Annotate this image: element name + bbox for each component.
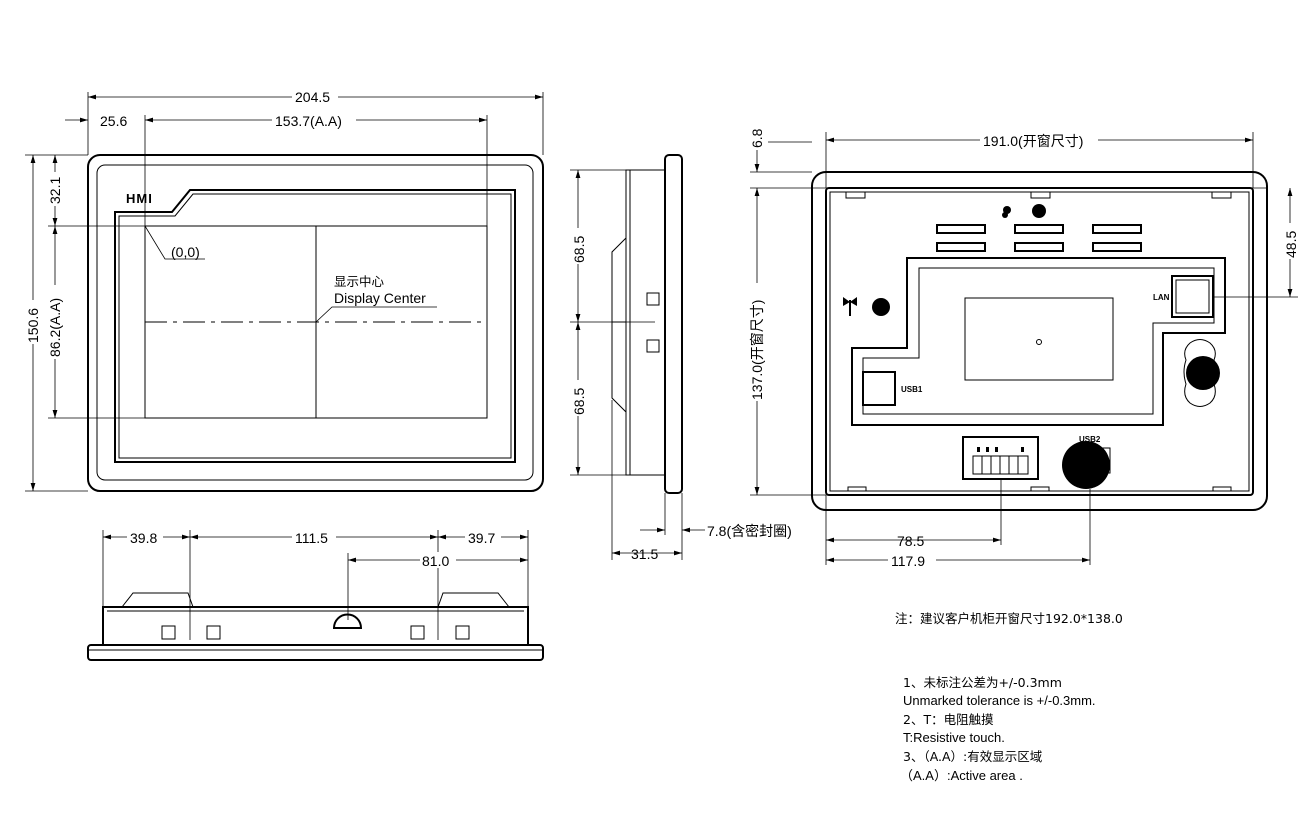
back-view: LAN USB1 USB2 191.0(开窗尺寸) 6.8 137.0(开窗尺寸… xyxy=(749,128,1299,569)
side-view: 68.5 68.5 31.5 7.8(含密封圈) xyxy=(570,154,792,562)
bottom-view: 39.8 111.5 39.7 81.0 xyxy=(87,529,544,661)
display-center-label-en: Display Center xyxy=(334,290,426,306)
rear-housing xyxy=(851,257,1226,426)
bottom-square xyxy=(206,625,221,640)
bottom-square xyxy=(161,625,176,640)
antenna-icon xyxy=(843,297,857,316)
terminal-pins xyxy=(977,447,1024,474)
side-square xyxy=(646,339,660,353)
dim-active-height: 86.2(A.A) xyxy=(47,298,63,357)
indicator-dot xyxy=(1032,204,1046,218)
usb1-label: USB1 xyxy=(901,385,923,394)
front-view: HMI (0,0) 显示中心 Display Center 204.5 25.6… xyxy=(25,88,544,492)
notes: 注：建议客户机柜开窗尺寸192.0*138.0 1、未标注公差为+/-0.3mm… xyxy=(895,611,1123,783)
dim-bezel: 7.8(含密封圈) xyxy=(707,523,792,539)
note-2-en: T:Resistive touch. xyxy=(903,730,1005,745)
usb2-label: USB2 xyxy=(1079,435,1101,444)
dim-side-upper: 68.5 xyxy=(571,236,587,263)
terminal-block xyxy=(962,436,1039,480)
cutout-note: 注：建议客户机柜开窗尺寸192.0*138.0 xyxy=(895,611,1123,626)
front-bezel xyxy=(96,164,534,481)
note-3-en: （A.A）:Active area . xyxy=(900,768,1023,783)
dim-top-margin: 6.8 xyxy=(749,128,765,148)
usb-port-bottom xyxy=(332,613,363,629)
dim-bottom-right: 39.7 xyxy=(468,530,495,546)
usb2-port xyxy=(1062,441,1110,489)
front-outer-frame xyxy=(87,154,544,492)
note-1-cn: 1、未标注公差为+/-0.3mm xyxy=(903,675,1062,690)
dim-bottom-middle: 111.5 xyxy=(295,530,328,546)
dim-usb2-offset: 117.9 xyxy=(891,553,925,569)
side-bezel xyxy=(664,154,683,494)
vent-slots xyxy=(936,224,1142,252)
hmi-logo: HMI xyxy=(126,191,153,206)
display-center-label-cn: 显示中心 xyxy=(334,274,385,289)
origin-label: (0,0) xyxy=(171,244,200,260)
front-window xyxy=(114,189,516,463)
back-outer-frame xyxy=(811,171,1268,511)
dim-bottom-left: 39.8 xyxy=(130,530,157,546)
dim-cutout-height: 137.0(开窗尺寸) xyxy=(749,300,765,400)
bottom-square xyxy=(410,625,425,640)
dim-terminal-offset: 78.5 xyxy=(897,533,924,549)
lan-label: LAN xyxy=(1153,293,1170,302)
dim-active-width: 153.7(A.A) xyxy=(275,113,342,129)
note-2-cn: 2、T：电阻触摸 xyxy=(903,712,994,727)
usb1-port xyxy=(862,371,896,406)
power-connector xyxy=(1186,356,1220,390)
dim-left-offset: 25.6 xyxy=(100,113,127,129)
note-1-en: Unmarked tolerance is +/-0.3mm. xyxy=(903,693,1096,708)
side-square xyxy=(646,292,660,306)
dim-overall-width: 204.5 xyxy=(295,89,330,105)
dim-lan-offset: 48.5 xyxy=(1283,231,1299,258)
dim-depth: 31.5 xyxy=(631,546,658,562)
dim-cutout-width: 191.0(开窗尺寸) xyxy=(983,133,1083,149)
note-3-cn: 3、（A.A）:有效显示区域 xyxy=(903,749,1042,764)
label-area xyxy=(964,297,1114,381)
lan-port xyxy=(1171,275,1214,318)
bottom-square xyxy=(455,625,470,640)
dim-overall-height: 150.6 xyxy=(25,308,41,343)
dim-top-offset: 32.1 xyxy=(47,177,63,204)
dim-side-lower: 68.5 xyxy=(571,388,587,415)
dim-usb-offset: 81.0 xyxy=(422,553,449,569)
antenna-port xyxy=(872,298,890,316)
